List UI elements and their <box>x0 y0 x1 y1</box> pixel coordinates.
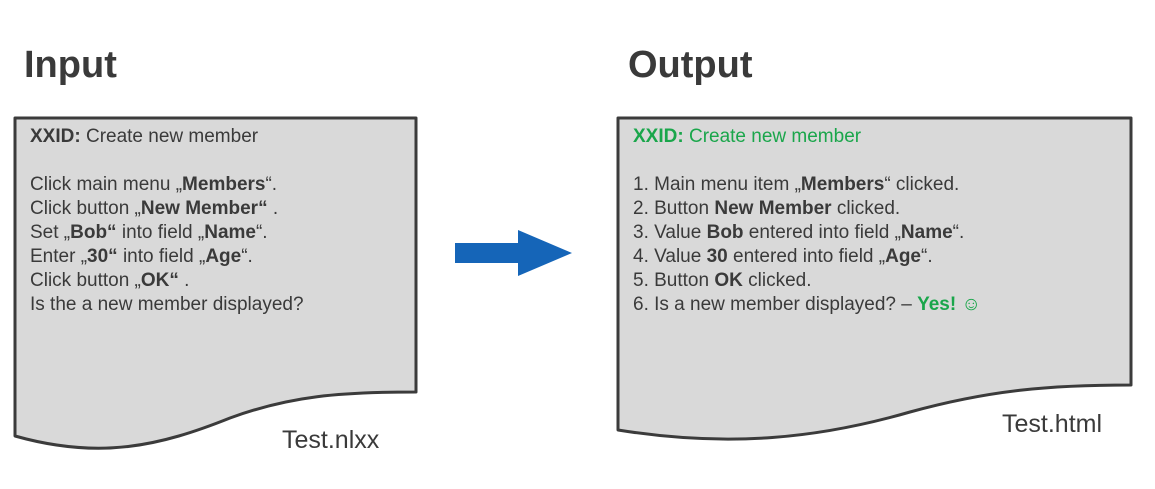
output-result-line-segment: OK <box>714 270 743 291</box>
input-title-id: XXID: <box>30 126 81 147</box>
output-result-line-segment: 1. Main menu item „ <box>633 174 801 195</box>
output-result-line: 5. Button OK clicked. <box>633 269 981 293</box>
output-title-line: XXID: Create new member <box>633 125 981 149</box>
input-step-line-segment: . <box>267 198 279 219</box>
output-result-line-segment: entered into field „ <box>743 222 901 243</box>
output-result-line-segment: Bob <box>706 222 744 243</box>
output-result-line: 6. Is a new member displayed? – Yes! ☺ <box>633 293 981 317</box>
input-title-text: Create new member <box>80 126 259 147</box>
input-step-line-segment: New Member“ <box>140 198 268 219</box>
input-step-line-segment: Age <box>205 246 242 267</box>
output-filename: Test.html <box>1002 410 1103 438</box>
input-step-line-segment: OK“ <box>140 270 179 291</box>
input-step-line-segment: Click button „ <box>30 270 141 291</box>
input-step-line-segment: Members <box>182 174 266 195</box>
input-step-line-segment: Enter „ <box>30 246 88 267</box>
output-result-line: 1. Main menu item „Members“ clicked. <box>633 173 981 197</box>
output-result-line-segment: 3. Value <box>633 222 707 243</box>
output-result-line-segment: clicked. <box>831 198 901 219</box>
output-result-line: 3. Value Bob entered into field „Name“. <box>633 221 981 245</box>
output-result-list: 1. Main menu item „Members“ clicked.2. B… <box>633 173 981 317</box>
input-document-outline <box>13 116 418 450</box>
output-result-line-segment: Name <box>900 222 953 243</box>
output-result-line-segment: New Member <box>714 198 832 219</box>
input-step-line-segment: “. <box>255 222 268 243</box>
input-step-line-segment: “. <box>241 246 253 267</box>
output-result-line-segment: “. <box>952 222 965 243</box>
output-result-line-segment: Age <box>885 246 922 267</box>
output-result-line: 2. Button New Member clicked. <box>633 197 981 221</box>
output-result-line-segment: 4. Value <box>633 246 707 267</box>
input-step-line: Is the a new member displayed? <box>30 293 304 317</box>
output-result-line: 4. Value 30 entered into field „Age“. <box>633 245 981 269</box>
input-step-line-segment: 30“ <box>87 246 118 267</box>
output-document-outline <box>616 116 1133 441</box>
input-step-line-segment: Is the a new member displayed? <box>30 294 304 315</box>
input-document-text: XXID: Create new member Click main menu … <box>30 125 304 317</box>
input-step-line-segment: Click button „ <box>30 198 141 219</box>
output-title-id: XXID: <box>633 126 684 147</box>
input-step-line-segment: into field „ <box>116 222 205 243</box>
output-result-line-segment: entered into field „ <box>727 246 886 267</box>
input-step-line-segment: “. <box>265 174 278 195</box>
input-step-line: Click main menu „Members“. <box>30 173 304 197</box>
input-step-line-segment: Name <box>204 222 256 243</box>
input-heading: Input <box>24 44 117 86</box>
input-step-list: Click main menu „Members“.Click button „… <box>30 173 304 317</box>
output-result-line-segment: Members <box>800 174 885 195</box>
output-result-line-segment: “. <box>921 246 933 267</box>
output-result-line-segment: 2. Button <box>633 198 715 219</box>
output-document-text: XXID: Create new member 1. Main menu ite… <box>633 125 981 317</box>
arrow-shape <box>455 230 572 276</box>
output-result-line-segment: 5. Button <box>633 270 715 291</box>
output-result-line-segment: 30 <box>706 246 728 267</box>
input-step-line-segment: Click main menu „ <box>30 174 183 195</box>
input-step-line: Click button „OK“ . <box>30 269 304 293</box>
input-step-line: Click button „New Member“ . <box>30 197 304 221</box>
input-step-line-segment: . <box>178 270 190 291</box>
input-filename: Test.nlxx <box>282 426 380 454</box>
output-title-text: Create new member <box>683 126 862 147</box>
output-heading: Output <box>628 44 753 86</box>
input-title-line: XXID: Create new member <box>30 125 304 149</box>
input-step-line-segment: Set „ <box>30 222 71 243</box>
output-result-line-segment: Yes! ☺ <box>917 294 981 315</box>
output-result-line-segment: “ clicked. <box>884 174 960 195</box>
output-result-line-segment: clicked. <box>742 270 812 291</box>
input-step-line-segment: into field „ <box>117 246 206 267</box>
output-result-line-segment: 6. Is a new member displayed? – <box>633 294 918 315</box>
input-step-line: Set „Bob“ into field „Name“. <box>30 221 304 245</box>
input-step-line-segment: Bob“ <box>70 222 117 243</box>
input-step-line: Enter „30“ into field „Age“. <box>30 245 304 269</box>
